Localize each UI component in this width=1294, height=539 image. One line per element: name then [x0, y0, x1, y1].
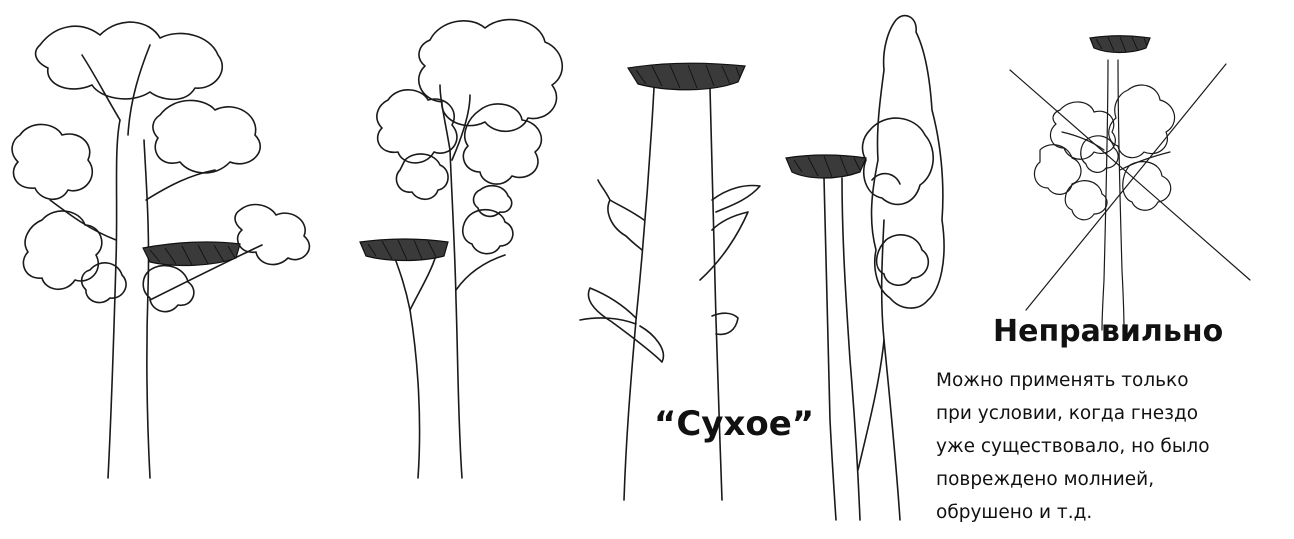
note-line: обрушено и т.д. — [936, 496, 1292, 529]
tree-2 — [360, 20, 562, 478]
tree-4 — [786, 16, 944, 520]
label-wrong: Неправильно — [993, 314, 1223, 349]
note-line: повреждено молнией, — [936, 463, 1292, 496]
tree-1 — [12, 22, 309, 478]
note-text: Можно применять только при условии, когд… — [936, 364, 1292, 529]
note-line: при условии, когда гнездо — [936, 397, 1292, 430]
note-line: Можно применять только — [936, 364, 1292, 397]
tree-5-wrong — [1010, 36, 1250, 330]
note-line: уже существовало, но было — [936, 430, 1292, 463]
label-dry: “Сухое” — [654, 404, 814, 444]
